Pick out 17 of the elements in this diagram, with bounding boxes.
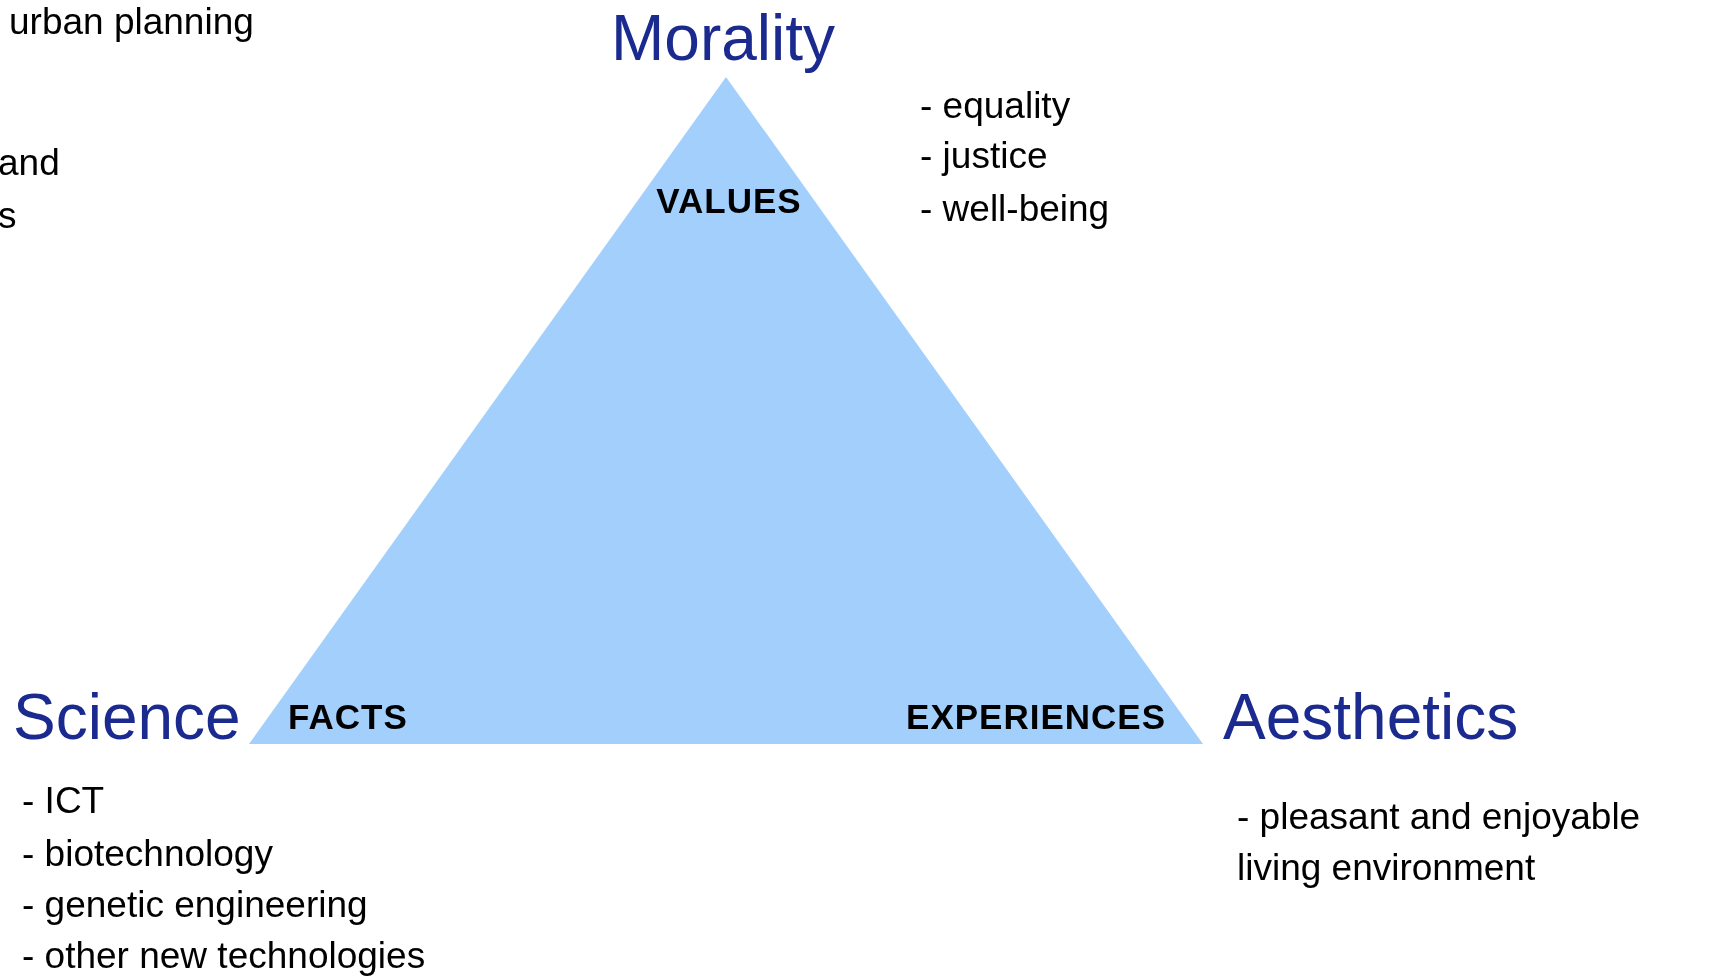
list-item: - genetic engineering [22,883,368,927]
list-item: - pleasant and enjoyable living environment [1237,794,1642,890]
vertex-title: Science [13,681,241,753]
corner-label: EXPERIENCES [906,697,1166,737]
corner-label: FACTS [288,697,408,737]
list-item: - other new technologies [22,934,426,976]
list-item: - biotechnology [22,832,273,876]
vertex-title: Morality [611,2,835,74]
list-item: urban planning [9,0,254,44]
triangle [249,77,1203,744]
list-item: - ICT [22,779,105,823]
list-item: - well-being [920,187,1110,231]
list-item: and [0,141,60,185]
corner-label: VALUES [656,181,802,221]
list-item: - justice [920,134,1048,178]
vertex-title: Aesthetics [1223,681,1519,753]
list-item: - equality [920,84,1071,128]
